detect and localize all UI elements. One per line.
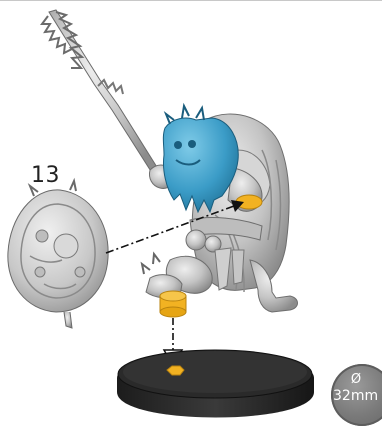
- foot-connector-peg: [160, 291, 186, 317]
- shield-part: [8, 181, 108, 328]
- diameter-symbol: Ø: [331, 373, 381, 387]
- base-size-label: 32mm: [333, 389, 378, 404]
- spear: [42, 10, 160, 176]
- step-number: 13: [31, 163, 60, 188]
- round-base: [117, 350, 314, 418]
